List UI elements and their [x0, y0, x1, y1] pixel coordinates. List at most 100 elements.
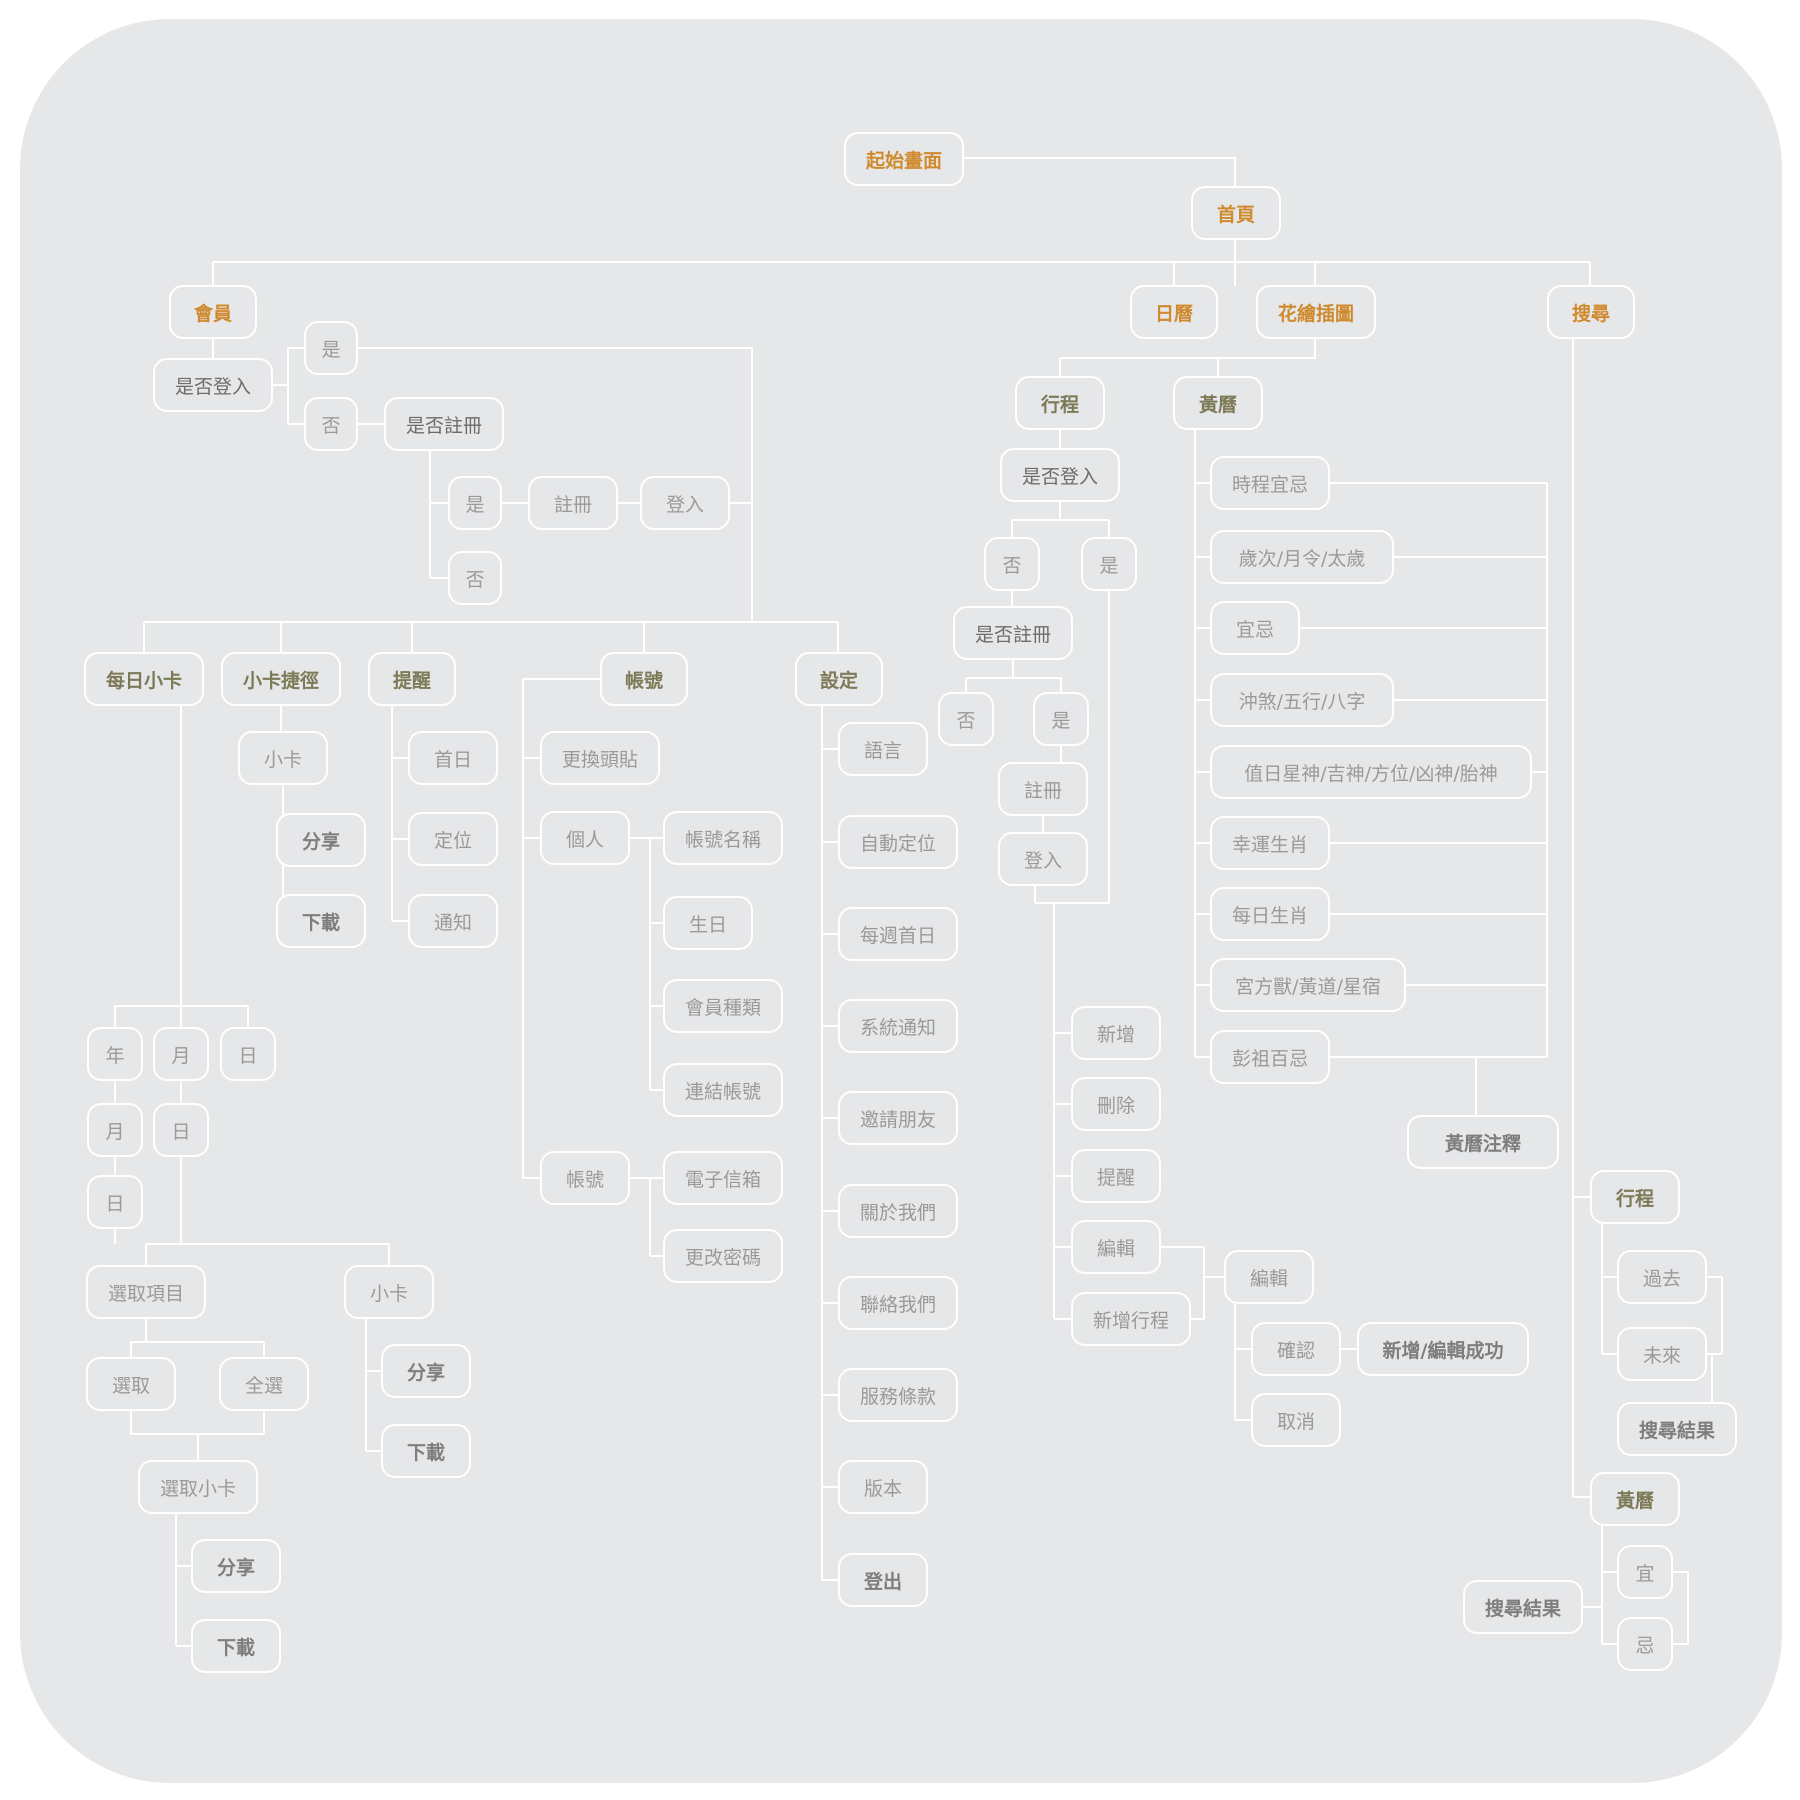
- node-acc-personal: 個人: [540, 811, 630, 865]
- node-alm-6: 幸運生肖: [1210, 816, 1330, 870]
- node-sch-delete: 刪除: [1071, 1077, 1161, 1131]
- node-rem-first-day: 首日: [408, 731, 498, 785]
- node-dc-day: 日: [220, 1027, 276, 1081]
- node-sc-download: 下載: [276, 894, 366, 948]
- node-login-yes: 是: [304, 321, 358, 375]
- node-sc-share: 分享: [276, 813, 366, 867]
- node-dc-select-item: 選取項目: [86, 1265, 206, 1319]
- node-sch-reg-no: 否: [938, 692, 994, 746]
- node-dc-select-all: 全選: [219, 1357, 309, 1411]
- node-reg-yes: 是: [448, 476, 502, 530]
- node-set-about: 關於我們: [838, 1184, 958, 1238]
- node-alm-notes: 黃曆注釋: [1407, 1115, 1559, 1169]
- node-calendar: 日曆: [1130, 285, 1218, 339]
- node-acc-birthday: 生日: [663, 896, 753, 950]
- node-srch-result2: 搜尋結果: [1463, 1580, 1583, 1634]
- node-acc-name: 帳號名稱: [663, 811, 783, 865]
- node-alm-4: 沖煞/五行/八字: [1210, 673, 1394, 727]
- node-sch-login: 登入: [998, 832, 1088, 886]
- node-set-invite: 邀請朋友: [838, 1091, 958, 1145]
- node-srch-ji: 忌: [1617, 1617, 1673, 1671]
- node-alm-8: 宮方獸/黃道/星宿: [1210, 958, 1406, 1012]
- node-alm-3: 宜忌: [1210, 601, 1300, 655]
- node-reminder: 提醒: [368, 652, 456, 706]
- node-acc-link: 連結帳號: [663, 1063, 783, 1117]
- node-register-check: 是否註冊: [384, 397, 504, 451]
- connector-line: [1060, 339, 1316, 359]
- node-srch-future: 未來: [1617, 1327, 1707, 1381]
- node-sc-card: 小卡: [238, 731, 328, 785]
- node-acc-member-type: 會員種類: [663, 979, 783, 1033]
- connector-line: [358, 347, 753, 622]
- node-login-check: 是否登入: [153, 358, 273, 412]
- node-dc-card-share: 分享: [381, 1344, 471, 1398]
- node-sch-success: 新增/編輯成功: [1357, 1322, 1529, 1376]
- node-acc-email: 電子信箱: [663, 1151, 783, 1205]
- node-dc-day2: 日: [153, 1103, 209, 1157]
- node-dc-day3: 日: [87, 1175, 143, 1229]
- node-rem-notify: 通知: [408, 894, 498, 948]
- node-account: 帳號: [600, 652, 688, 706]
- node-dc-year: 年: [87, 1027, 143, 1081]
- node-alm-7: 每日生肖: [1210, 887, 1330, 941]
- node-set-version: 版本: [838, 1460, 928, 1514]
- node-sch-reg-yes: 是: [1033, 692, 1089, 746]
- node-dc-month: 月: [153, 1027, 209, 1081]
- node-member: 會員: [169, 285, 257, 339]
- node-sch-register-check: 是否註冊: [953, 606, 1073, 660]
- node-set-system-notify: 系統通知: [838, 999, 958, 1053]
- node-set-week-start: 每週首日: [838, 907, 958, 961]
- node-dc-share: 分享: [191, 1539, 281, 1593]
- node-home: 首頁: [1191, 186, 1281, 240]
- node-sch-edit: 編輯: [1071, 1220, 1161, 1274]
- connector-line: [963, 157, 1236, 186]
- node-rem-location: 定位: [408, 812, 498, 866]
- node-acc-password: 更改密碼: [663, 1229, 783, 1283]
- node-login-no: 否: [304, 397, 358, 451]
- node-schedule: 行程: [1015, 376, 1105, 430]
- node-login: 登入: [640, 476, 730, 530]
- node-sch-remind: 提醒: [1071, 1149, 1161, 1203]
- node-sch-confirm: 確認: [1251, 1322, 1341, 1376]
- node-set-logout: 登出: [838, 1553, 928, 1607]
- node-sch-new: 新增行程: [1071, 1292, 1191, 1346]
- node-settings: 設定: [795, 652, 883, 706]
- node-set-terms: 服務條款: [838, 1368, 958, 1422]
- node-set-language: 語言: [838, 722, 928, 776]
- node-set-contact: 聯絡我們: [838, 1276, 958, 1330]
- node-acc-account: 帳號: [540, 1151, 630, 1205]
- node-sch-register: 註冊: [998, 762, 1088, 816]
- node-srch-almanac: 黃曆: [1590, 1472, 1680, 1526]
- node-dc-card-download: 下載: [381, 1424, 471, 1478]
- node-dc-card: 小卡: [344, 1265, 434, 1319]
- node-alm-1: 時程宜忌: [1210, 456, 1330, 510]
- node-alm-9: 彭祖百忌: [1210, 1030, 1330, 1084]
- connector-line: [522, 678, 600, 1178]
- node-sch-edit2: 編輯: [1224, 1250, 1314, 1304]
- node-dc-download: 下載: [191, 1619, 281, 1673]
- node-dc-select: 選取: [86, 1357, 176, 1411]
- node-set-auto-location: 自動定位: [838, 815, 958, 869]
- node-sch-yes: 是: [1081, 537, 1137, 591]
- node-search: 搜尋: [1547, 285, 1635, 339]
- node-dc-month2: 月: [87, 1103, 143, 1157]
- node-srch-yi: 宜: [1617, 1545, 1673, 1599]
- node-sch-add: 新增: [1071, 1006, 1161, 1060]
- node-srch-schedule: 行程: [1590, 1170, 1680, 1224]
- connector-line: [1035, 591, 1110, 904]
- node-almanac: 黃曆: [1173, 376, 1263, 430]
- node-srch-result1: 搜尋結果: [1617, 1402, 1737, 1456]
- node-alm-2: 歲次/月令/太歲: [1210, 530, 1394, 584]
- node-dc-select-card: 選取小卡: [138, 1460, 258, 1514]
- node-sch-no: 否: [984, 537, 1040, 591]
- node-sch-cancel: 取消: [1251, 1393, 1341, 1447]
- node-srch-past: 過去: [1617, 1250, 1707, 1304]
- node-daily-card: 每日小卡: [84, 652, 204, 706]
- node-reg-no: 否: [448, 551, 502, 605]
- node-acc-avatar: 更換頭貼: [540, 731, 660, 785]
- node-register: 註冊: [528, 476, 618, 530]
- node-illustration: 花繪插圖: [1256, 285, 1376, 339]
- node-alm-5: 值日星神/吉神/方位/凶神/胎神: [1210, 745, 1532, 799]
